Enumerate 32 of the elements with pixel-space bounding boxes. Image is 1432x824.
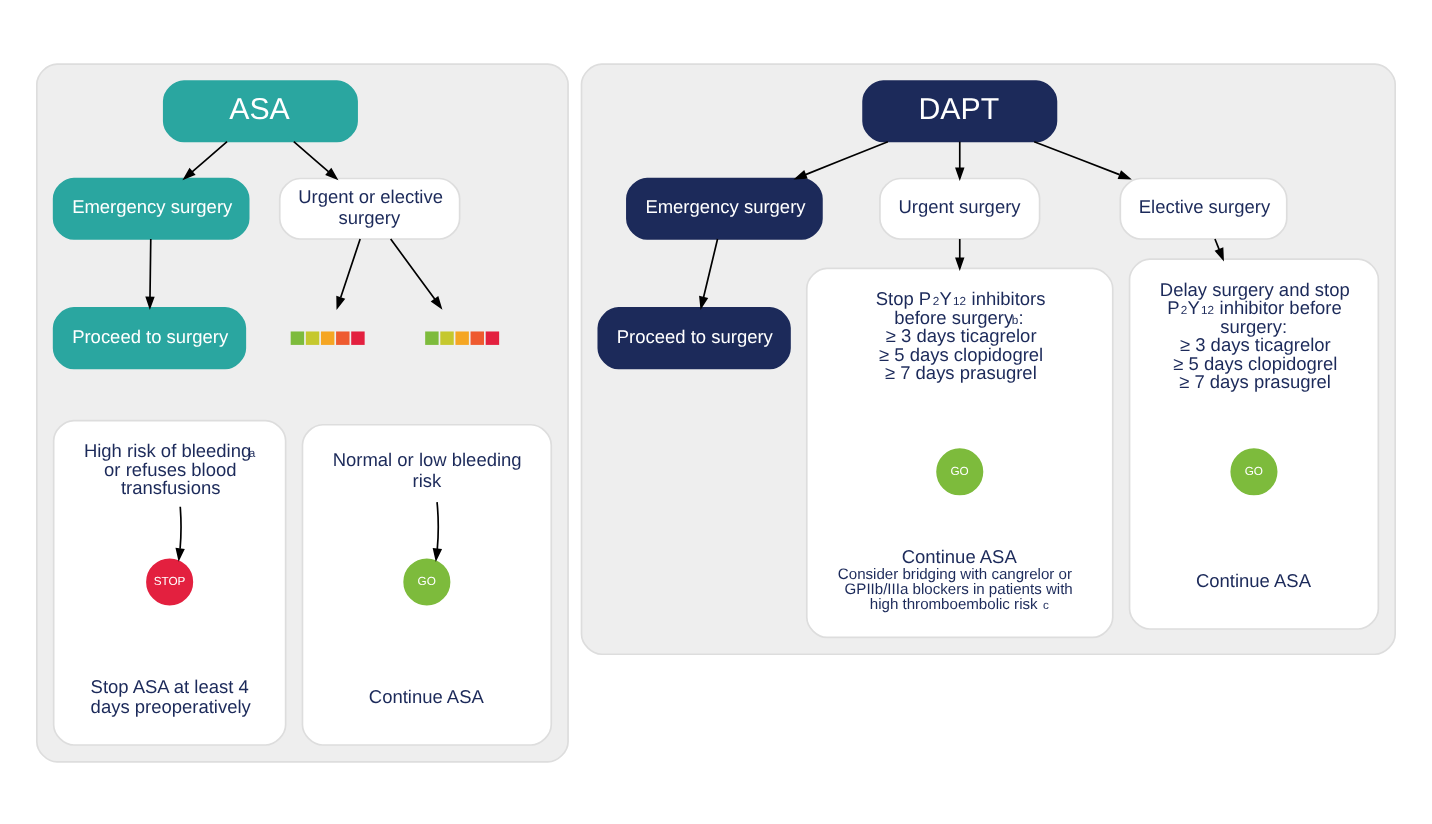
arrow [336,237,361,309]
node-text: Stop ASA at least 4 days preoperatively [90,675,251,716]
arrow [1033,139,1132,179]
arrow [145,237,155,310]
node-box: Emergency surgery [52,176,250,239]
arrow [175,504,185,561]
arrow [182,139,228,180]
arrow [389,237,443,309]
node-box: Proceed to surgery [597,306,791,369]
arrow [793,139,889,179]
node-box: Urgent or elective surgery [278,176,461,239]
node-box: Elective surgery [1119,176,1288,239]
node-box: Urgent surgery [879,176,1041,239]
node-text: Continue ASA [368,685,484,706]
node-box: Emergency surgery [626,176,823,239]
node-box: ASA [162,79,358,142]
cluster [805,266,1114,638]
cluster [1128,257,1380,629]
cluster [36,62,569,762]
cluster [580,62,1396,655]
cluster [52,418,287,745]
arrow [955,139,965,181]
node-box: DAPT [862,79,1058,142]
cluster [301,422,553,745]
arrow [699,237,719,310]
node-box: Proceed to surgery [52,306,247,369]
arrow [1214,237,1224,261]
arrow [292,139,339,180]
node-text: Normal or low bleeding risk [332,449,522,490]
arrow [955,237,965,270]
node-text: Continue ASA [1195,569,1311,590]
arrow [432,500,443,561]
